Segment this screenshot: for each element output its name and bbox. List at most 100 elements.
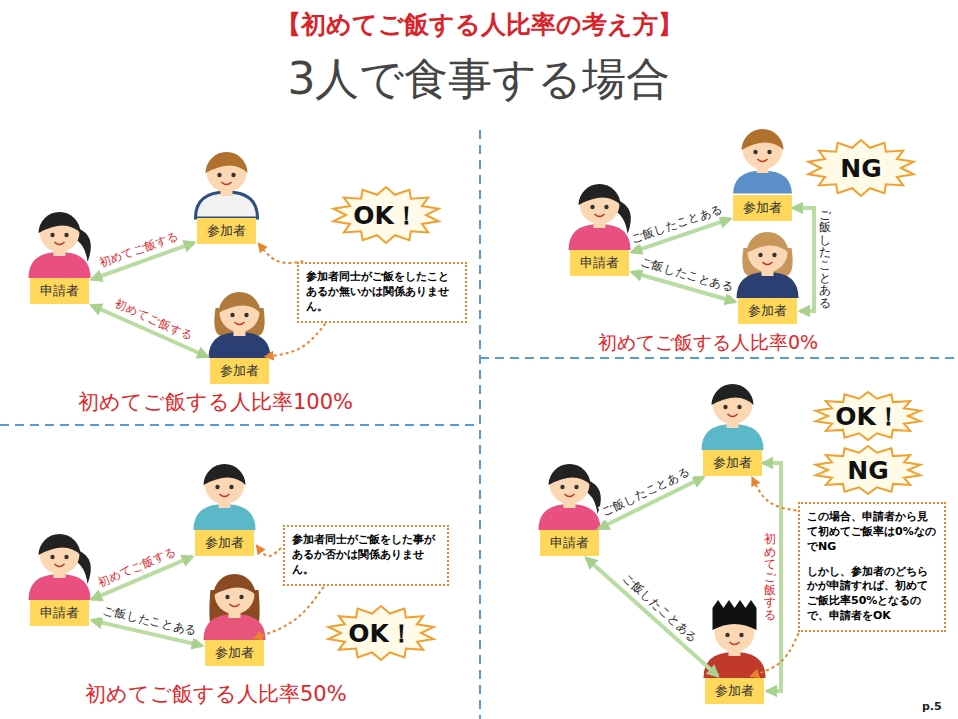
head: [580, 184, 620, 224]
eye: [50, 233, 54, 237]
divider: [480, 357, 958, 359]
person-figure: [569, 184, 631, 250]
role-name: 参加者: [715, 682, 754, 700]
eye: [723, 405, 727, 409]
eye: [225, 595, 229, 599]
eye: [64, 555, 68, 559]
leader-arrow: [254, 587, 323, 638]
eye: [725, 633, 729, 637]
hair: [712, 384, 754, 405]
edge-label: ご飯したことある: [598, 463, 694, 521]
eye: [574, 485, 578, 489]
leader-arrow: [751, 633, 798, 676]
subtitle: 3人で食事する場合: [0, 50, 958, 109]
head: [215, 574, 255, 614]
eye: [560, 485, 564, 489]
person-tag: 参加者: [703, 450, 762, 476]
leader-arrow: [257, 546, 281, 556]
people: [29, 129, 799, 678]
person-figure: [702, 384, 764, 450]
hair: [214, 574, 256, 595]
eye: [772, 253, 776, 257]
mouth: [730, 642, 740, 645]
role-name: 申請者: [580, 254, 619, 272]
edge-label: ご飯したことある: [627, 201, 727, 247]
note-text: しかし、参加者のどちらかが申請すれば、初めてご飯比率50%となるので、申請者をO…: [807, 565, 937, 624]
note-box: 参加者同士がご飯をしたことあるか無いかは関係ありません。: [297, 262, 467, 323]
head: [205, 464, 245, 504]
mouth: [763, 262, 773, 265]
leader-arrow: [259, 244, 304, 263]
hair: [579, 184, 621, 205]
eye: [215, 485, 219, 489]
divider: [0, 424, 480, 426]
role-name: 参加者: [207, 222, 246, 240]
eye: [244, 313, 248, 317]
verdict: OK！: [348, 617, 414, 650]
head: [748, 232, 788, 272]
head: [207, 152, 247, 192]
hair: [219, 292, 261, 313]
role-name: 参加者: [215, 644, 254, 662]
edge-label: 初めてご飯する: [111, 295, 198, 344]
hair: [39, 212, 81, 233]
edge-label: 初めてご飯する: [95, 228, 183, 272]
hair: [204, 464, 246, 485]
person-figure: [29, 534, 91, 600]
person-tag: 参加者: [705, 678, 764, 704]
person-figure: [29, 212, 91, 278]
eye: [604, 205, 608, 209]
verdict-star: NG: [805, 138, 917, 198]
verdict-star: OK！: [812, 390, 924, 442]
hair: [742, 129, 784, 150]
divider: [479, 130, 481, 719]
person-figure: [732, 129, 794, 195]
person-figure: [704, 600, 766, 678]
role-name: 参加者: [713, 454, 752, 472]
person-figure: [196, 152, 258, 218]
star-outline: [815, 392, 920, 440]
role-name: 申請者: [40, 282, 79, 300]
verdict: OK！: [353, 199, 419, 232]
verdict-star: OK！: [325, 604, 437, 662]
person-tag: 参加者: [205, 640, 264, 666]
note-box: この場合、申請者から見て初めてご飯率は0%なのでNGしかし、参加者のどちらかが申…: [798, 502, 946, 632]
hair: [713, 600, 757, 630]
person-figure: [737, 232, 799, 298]
mouth: [55, 564, 65, 567]
relation-arrow: [793, 208, 814, 311]
ratio-label: 初めてご飯する人比率50%: [85, 680, 347, 708]
mouth: [728, 414, 738, 417]
eye: [590, 205, 594, 209]
edge-label: 初めてご飯する: [94, 543, 181, 591]
head: [713, 384, 753, 424]
eye: [737, 405, 741, 409]
mouth: [220, 494, 230, 497]
role-name: 参加者: [220, 362, 259, 380]
verdict: NG: [847, 456, 888, 485]
mouth: [55, 242, 65, 245]
hair: [747, 232, 789, 253]
person-tag: 参加者: [197, 218, 256, 244]
person-tag: 申請者: [30, 600, 89, 626]
person-tag: 参加者: [733, 195, 792, 221]
eye: [767, 150, 771, 154]
role-name: 参加者: [748, 302, 787, 320]
leader-arrow: [752, 478, 796, 511]
role-name: 申請者: [40, 604, 79, 622]
ratio-label: 初めてご飯する人比率0%: [598, 330, 818, 356]
head: [743, 129, 783, 169]
mouth: [758, 159, 768, 162]
page-number: p.5: [922, 700, 942, 713]
note-text: 参加者同士がご飯をしたことあるか無いかは関係ありません。: [306, 270, 458, 315]
edge-label: ご飯したことある: [99, 603, 200, 640]
eye: [758, 253, 762, 257]
hair: [39, 534, 81, 555]
relation-arrow: [763, 463, 781, 691]
head: [40, 534, 80, 574]
person-tag: 参加者: [210, 358, 269, 384]
eye: [229, 485, 233, 489]
eye: [739, 633, 743, 637]
edge-label: ご飯したことある: [637, 255, 737, 297]
